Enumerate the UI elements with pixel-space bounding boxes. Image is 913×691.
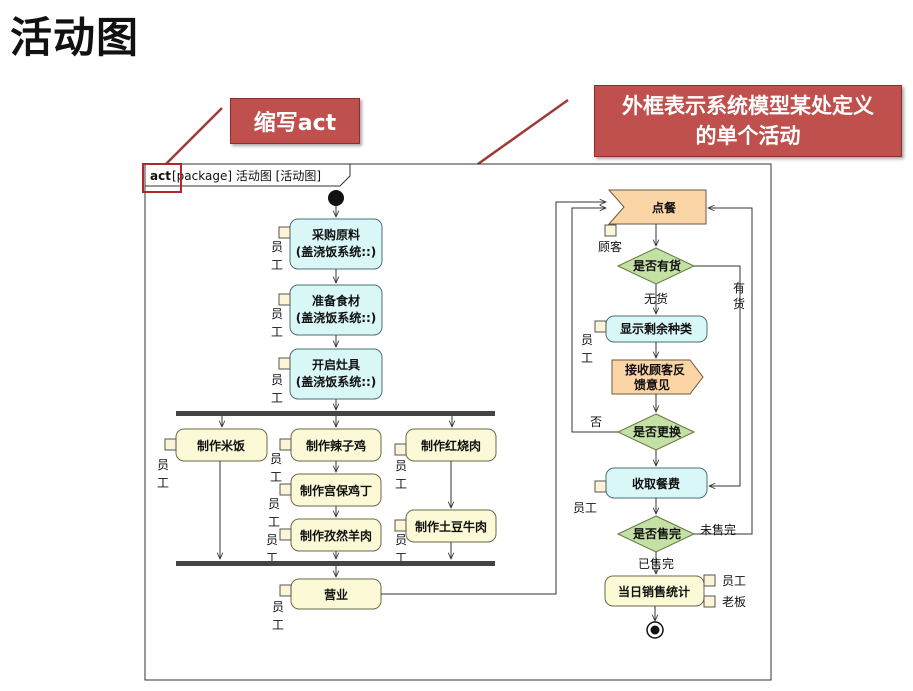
action-prepare-line2: (盖浇饭系统::) xyxy=(296,310,377,325)
signal-feedback xyxy=(611,359,704,395)
guard-no-stock: 无货 xyxy=(644,291,668,306)
action-stove-line2: (盖浇饭系统::) xyxy=(296,374,377,389)
action-show-remaining-label: 显示剩余种类 xyxy=(620,321,693,336)
role-staff-2a: 员 xyxy=(271,307,283,321)
activity-frame xyxy=(144,163,772,681)
act-highlight-box xyxy=(142,163,182,193)
frame-label-rest: [package] 活动图 [活动图] xyxy=(172,169,321,183)
action-business-label: 营业 xyxy=(324,587,348,602)
role-staff-kungpao-b: 工 xyxy=(268,515,280,529)
action-daily-stats-label: 当日销售统计 xyxy=(618,584,690,599)
event-order xyxy=(607,189,707,225)
role-staff-collect: 员工 xyxy=(573,501,597,515)
pin-staff-spicy xyxy=(279,438,292,451)
pin-staff-show xyxy=(594,320,607,333)
role-staff-pork-a: 员 xyxy=(395,459,407,473)
action-stove-line1: 开启灶具 xyxy=(312,357,360,372)
pin-boss xyxy=(703,595,716,608)
role-staff-3a: 员 xyxy=(271,373,283,387)
callout-frame-line2: 的单个活动 xyxy=(695,124,801,148)
event-order-label: 点餐 xyxy=(652,200,677,215)
action-prepare xyxy=(289,284,383,336)
role-staff-beef-a: 员 xyxy=(395,533,407,547)
pin-staff-collect xyxy=(594,480,607,493)
role-staff-rice-a: 员 xyxy=(157,458,169,472)
role-staff-business-a: 员 xyxy=(272,600,284,614)
signal-feedback-line1: 接收顾客反 xyxy=(625,362,685,377)
role-staff-1b: 工 xyxy=(271,258,283,272)
pin-staff-3 xyxy=(278,357,291,370)
role-staff-show-b: 工 xyxy=(581,351,593,365)
role-boss: 老板 xyxy=(722,595,746,609)
role-staff-show-a: 员 xyxy=(581,333,593,347)
role-staff-1a: 员 xyxy=(271,240,283,254)
role-staff-spicy-a: 员 xyxy=(270,452,282,466)
pin-staff-rice xyxy=(164,438,177,451)
pin-staff-2 xyxy=(278,293,291,306)
callout-leader-frame xyxy=(477,98,569,166)
decision-sold-out-label: 是否售完 xyxy=(632,526,681,541)
guard-not-sold-out: 未售完 xyxy=(700,522,736,537)
decision-replace-label: 是否更换 xyxy=(632,424,682,439)
callout-abbrev: 缩写act xyxy=(230,98,360,144)
pin-staff-lamb xyxy=(279,528,292,541)
action-purchase-line1: 采购原料 xyxy=(311,227,360,242)
action-prepare-line1: 准备食材 xyxy=(312,293,360,308)
action-purchase xyxy=(289,218,383,270)
signal-feedback-line2: 馈意见 xyxy=(634,377,670,392)
fork-bar xyxy=(176,411,495,416)
pin-staff-kungpao xyxy=(279,483,292,496)
role-customer: 顾客 xyxy=(598,239,622,254)
role-staff-rice-b: 工 xyxy=(157,476,169,490)
initial-node xyxy=(328,190,344,206)
action-cook-spicy-chicken-label: 制作辣子鸡 xyxy=(306,438,366,453)
guard-has-stock-b: 货 xyxy=(733,296,745,311)
frame-label-act: act xyxy=(150,169,171,183)
role-staff-2b: 工 xyxy=(271,325,283,339)
decision-in-stock-label: 是否有货 xyxy=(632,258,681,273)
role-staff-stats: 员工 xyxy=(722,574,746,588)
pin-staff-beef xyxy=(394,519,407,532)
pin-customer xyxy=(604,224,617,237)
join-bar xyxy=(176,561,495,566)
role-staff-spicy-b: 工 xyxy=(270,470,282,484)
page-title: 活动图 xyxy=(10,13,140,62)
role-staff-kungpao-a: 员 xyxy=(268,497,280,511)
role-staff-business-b: 工 xyxy=(272,618,284,632)
pin-staff-business xyxy=(279,584,292,597)
action-cook-cumin-lamb-label: 制作孜然羊肉 xyxy=(300,528,372,543)
guard-sold-out: 已售完 xyxy=(638,556,674,571)
action-cook-braised-pork-label: 制作红烧肉 xyxy=(421,438,481,453)
role-staff-lamb-a: 员 xyxy=(266,533,278,547)
callout-frame-line1: 外框表示系统模型某处定义 xyxy=(622,94,874,118)
action-purchase-line2: (盖浇饭系统::) xyxy=(296,244,377,259)
pin-staff-stats xyxy=(703,574,716,587)
final-node-dot xyxy=(650,625,660,635)
action-cook-kung-pao-label: 制作宫保鸡丁 xyxy=(300,483,372,498)
action-collect-fee-label: 收取餐费 xyxy=(632,476,680,491)
role-staff-pork-b: 工 xyxy=(395,477,407,491)
callout-leader-act xyxy=(164,107,223,166)
role-staff-3b: 工 xyxy=(271,391,283,405)
action-cook-potato-beef-label: 制作土豆牛肉 xyxy=(415,519,487,534)
frame-tab xyxy=(144,163,351,187)
pin-staff-1 xyxy=(278,226,291,239)
guard-has-stock-a: 有 xyxy=(733,281,745,295)
action-cook-rice-label: 制作米饭 xyxy=(197,438,245,453)
pin-staff-pork xyxy=(394,443,407,456)
guard-no: 否 xyxy=(590,415,602,429)
action-stove xyxy=(289,348,383,400)
callout-frame-note: 外框表示系统模型某处定义的单个活动 xyxy=(594,85,902,157)
